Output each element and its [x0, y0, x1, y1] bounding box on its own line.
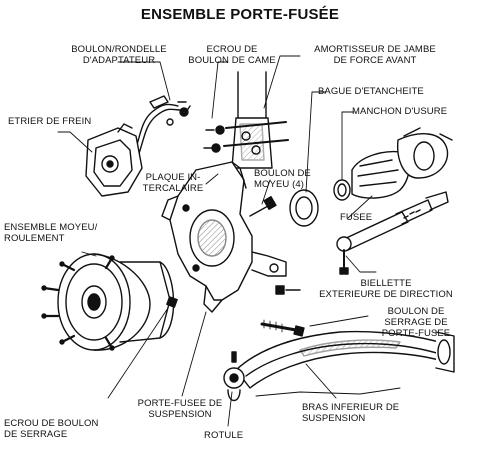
label-ensemble-moyeu: ENSEMBLE MOYEU/ ROULEMENT	[4, 222, 98, 244]
label-fusee: FUSEE	[340, 212, 373, 223]
seal-ring	[289, 189, 319, 227]
lower-control-arm	[235, 330, 455, 397]
label-ecrou-boulon-came: ECROU DE BOULON DE CAME	[188, 44, 276, 66]
steering-knuckle	[161, 161, 287, 313]
ball-joint	[223, 351, 245, 402]
label-biellette: BIELLETTE EXTERIEURE DE DIRECTION	[319, 278, 453, 300]
brake-caliper	[85, 123, 143, 197]
tie-rod-nut	[275, 285, 301, 295]
leader-lines	[57, 55, 377, 427]
cv-joint	[351, 127, 453, 199]
diagram-title: ENSEMBLE PORTE-FUSÉE	[140, 6, 340, 23]
strut-assembly	[203, 71, 289, 169]
hub-bolt	[249, 195, 277, 217]
wear-sleeve	[333, 179, 351, 201]
label-etrier-frein: ETRIER DE FREIN	[8, 116, 92, 127]
pinch-bolt-nut	[166, 296, 178, 308]
hub-bearing-assembly	[41, 253, 175, 351]
label-ecrou-boulon-serrage: ECROU DE BOULON DE SERRAGE	[4, 418, 99, 440]
label-plaque-intercalaire: PLAQUE IN- TERCALAIRE	[142, 172, 204, 194]
label-bras-inferieur: BRAS INFERIEUR DE SUSPENSION	[302, 402, 400, 424]
brake-line	[131, 95, 191, 163]
label-boulon-rondelle: BOULON/RONDELLE D'ADAPTATEUR	[71, 44, 167, 66]
pinch-bolt	[260, 319, 305, 337]
label-manchon-usure: MANCHON D'USURE	[352, 106, 448, 117]
label-amortisseur: AMORTISSEUR DE JAMBE DE FORCE AVANT	[314, 44, 436, 66]
label-boulon-serrage: BOULON DE SERRAGE DE PORTE-FUSEE	[381, 306, 451, 339]
tie-rod	[336, 191, 449, 275]
label-boulon-moyeu: BOULON DE MOYEU (4)	[254, 168, 311, 190]
label-rotule: ROTULE	[204, 430, 244, 441]
label-bague-etancheite: BAGUE D'ETANCHEITE	[318, 86, 424, 97]
label-porte-fusee-suspension: PORTE-FUSEE DE SUSPENSION	[137, 398, 223, 420]
